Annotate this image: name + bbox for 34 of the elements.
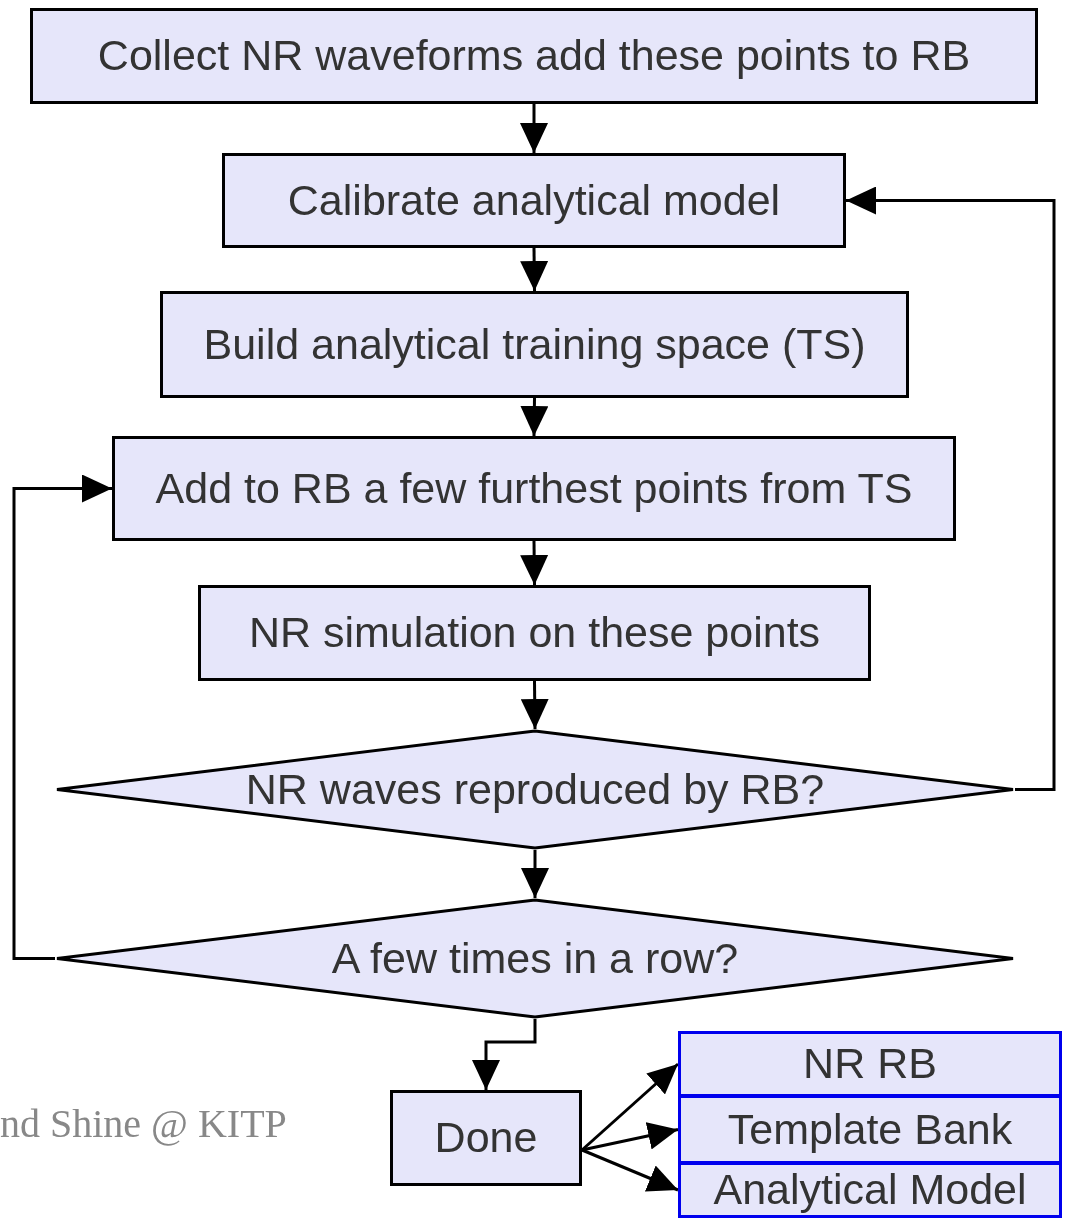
arrow bbox=[520, 104, 548, 153]
process-box bbox=[678, 1095, 1062, 1164]
node-text: Add to RB a few furthest points from TS bbox=[155, 464, 913, 513]
process-box bbox=[222, 153, 846, 248]
node-text: NR waves reproduced by RB? bbox=[245, 765, 825, 814]
node-text: NR simulation on these points bbox=[248, 609, 821, 657]
process-box bbox=[678, 1162, 1062, 1218]
decision-diamond bbox=[55, 729, 1015, 850]
arrow bbox=[520, 397, 549, 437]
node-text: Calibrate analytical model bbox=[287, 176, 781, 225]
arrow bbox=[472, 1019, 537, 1090]
process-box bbox=[160, 291, 909, 398]
process-box bbox=[678, 1031, 1062, 1097]
arrow bbox=[521, 850, 549, 898]
arrow bbox=[520, 541, 549, 585]
arrow bbox=[520, 681, 549, 729]
node-text: Build analytical training space (TS) bbox=[203, 320, 866, 369]
process-box bbox=[30, 8, 1038, 104]
arrow bbox=[581, 1148, 679, 1192]
arrow bbox=[12, 474, 112, 960]
node-text: NR RB bbox=[803, 1040, 937, 1088]
node-text: Template Bank bbox=[727, 1105, 1013, 1154]
process-box bbox=[198, 585, 871, 681]
decision-diamond bbox=[55, 898, 1015, 1019]
node-text: Collect NR waveforms add these points to RB bbox=[97, 32, 971, 80]
node-text: Done bbox=[434, 1114, 538, 1162]
process-box bbox=[390, 1090, 582, 1186]
node-text: Analytical Model bbox=[713, 1166, 1027, 1214]
footer-text: nd Shine @ KITP bbox=[0, 1100, 287, 1147]
node-text: A few times in a row? bbox=[331, 934, 739, 983]
arrow bbox=[846, 186, 1056, 791]
process-box bbox=[112, 436, 956, 541]
arrow bbox=[520, 248, 549, 291]
arrow bbox=[581, 1122, 679, 1152]
